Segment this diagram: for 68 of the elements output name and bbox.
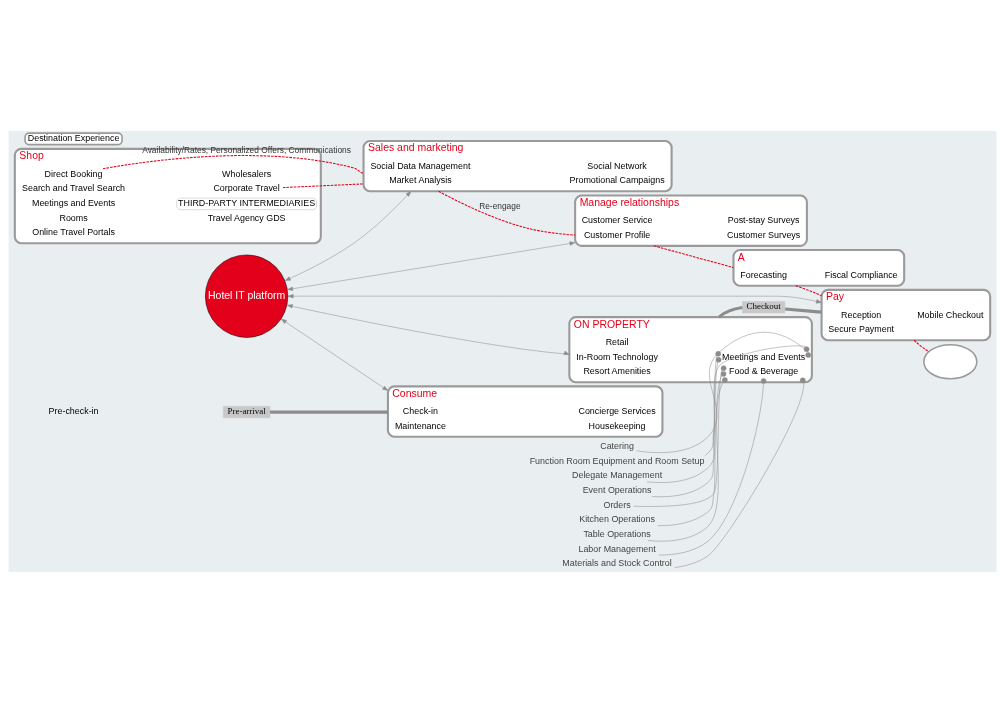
connector (270, 410, 388, 414)
node-text: Maintenance (394, 420, 446, 431)
label: Pre-check-in (48, 406, 99, 417)
connector (438, 190, 576, 236)
arrow (284, 191, 412, 281)
edge-label: Availability/Rates, Personalized Offers, Communications (142, 144, 351, 155)
connector (102, 155, 365, 174)
node-text: Corporate Travel (213, 183, 280, 194)
node-text: Direct Booking (44, 168, 103, 179)
connector (633, 365, 727, 507)
node-box: Destination Experience (24, 132, 123, 146)
connector (657, 371, 727, 526)
node-box: Checkout (742, 301, 786, 314)
node-text: Post-stay Surveys (727, 215, 800, 226)
node-text: Resort Amenities (583, 366, 651, 377)
node-text: Travel Agency GDS (207, 212, 286, 223)
node-text: Customer Service (581, 215, 653, 226)
connector (651, 357, 722, 497)
connector (282, 183, 365, 189)
node-text: Mobile Checkout (917, 309, 984, 320)
node-text: In-Room Technology (576, 351, 658, 362)
node-text: Meetings and Events (722, 351, 806, 362)
node-text: Labor Management (578, 543, 656, 554)
arrow (281, 318, 389, 391)
arrow (286, 304, 570, 355)
node-text: Social Data Management (370, 160, 471, 171)
node-text: Promotional Campaigns (569, 175, 665, 186)
node-cloud (923, 343, 978, 380)
arrow (287, 241, 576, 291)
node-text: Orders (603, 499, 631, 510)
node-text: Meetings and Events (31, 198, 116, 209)
node-text: Kitchen Operations (579, 514, 655, 525)
node-text: Secure Payment (828, 324, 895, 335)
node-text: Materials and Stock Control (562, 558, 672, 569)
node-text: Housekeeping (588, 420, 646, 431)
node-text: Concierge Services (578, 406, 656, 417)
connector (647, 377, 728, 542)
node-text: Wholesalers (222, 168, 272, 179)
node-text: Food & Beverage (728, 366, 799, 377)
node-text: Customer Surveys (727, 230, 801, 241)
node-text: Forecasting (740, 269, 787, 280)
connector (718, 306, 743, 319)
connector (913, 339, 930, 353)
connector (795, 285, 823, 297)
node-text: Function Room Equipment and Room Setup (529, 455, 705, 466)
node-text: Rooms (59, 212, 88, 223)
node-text: Reception (841, 309, 882, 320)
node-text: Check-in (402, 406, 439, 417)
connector (674, 377, 806, 568)
node-text: Retail (605, 337, 629, 347)
node-text: Fiscal Compliance (824, 269, 898, 280)
node-text: Event Operations (582, 484, 652, 495)
node-text: Catering (600, 440, 634, 451)
connector (658, 378, 767, 556)
node-text: Social Network (587, 160, 647, 171)
edge-label: Re-engage (479, 200, 521, 211)
arrow (287, 294, 822, 304)
connector (653, 245, 734, 269)
node-text: Table Operations (583, 528, 651, 539)
node-text: Delegate Management (572, 470, 663, 481)
node-box: THIRD-PARTY INTERMEDIARIES (176, 197, 317, 210)
connector (646, 351, 721, 483)
node-box: Pre-arrival (223, 406, 271, 419)
connector (784, 307, 822, 314)
node-text: Market Analysis (389, 175, 452, 186)
node-text: Online Travel Portals (32, 227, 115, 238)
node-text: Search and Travel Search (22, 183, 126, 194)
node-text: Customer Profile (583, 230, 651, 241)
